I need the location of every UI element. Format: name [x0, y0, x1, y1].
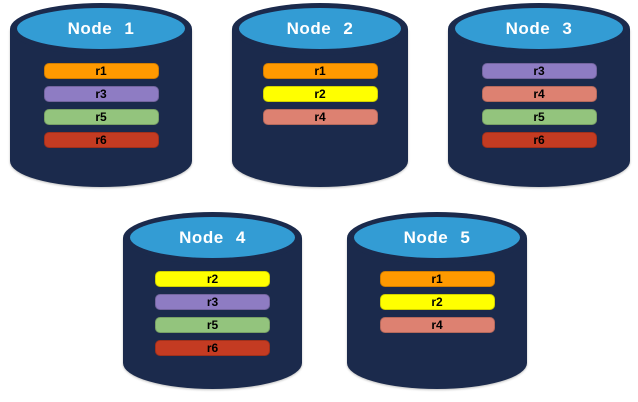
cylinder-body — [10, 29, 192, 187]
replica-label: r4 — [533, 87, 545, 101]
cylinder-top-ellipse: Node 3 — [455, 8, 623, 49]
replica-bar-r1: r1 — [379, 271, 495, 287]
node-label: Node 3 — [505, 18, 573, 38]
cylinder-body — [448, 29, 630, 187]
replica-bar-r4: r4 — [481, 86, 597, 102]
replica-label: r5 — [533, 110, 545, 124]
replica-bar-r5: r5 — [481, 109, 597, 125]
replica-label: r2 — [314, 87, 326, 101]
node-label: Node 5 — [403, 227, 471, 247]
replica-bar-r3: r3 — [481, 63, 597, 79]
replica-label: r2 — [206, 272, 219, 286]
database-node-cylinder-3: Node 3 r3 r4 r5 r6 — [448, 3, 630, 187]
replica-label: r6 — [206, 341, 219, 355]
replica-label: r4 — [314, 110, 326, 124]
replica-bar-r5: r5 — [43, 109, 159, 125]
replica-bar-r4: r4 — [379, 317, 495, 333]
node-label: Node 2 — [286, 18, 354, 38]
replica-label: r4 — [431, 318, 443, 332]
replica-bar-r6: r6 — [43, 132, 159, 148]
replica-label: r1 — [95, 64, 107, 78]
replica-bar-r3: r3 — [43, 86, 159, 102]
database-node-cylinder-2: Node 2 r1 r2 r4 — [232, 3, 408, 187]
replica-label: r6 — [95, 133, 107, 147]
replica-label: r1 — [431, 272, 443, 286]
node-label: Node 4 — [179, 227, 246, 247]
replica-bar-r6: r6 — [155, 340, 270, 356]
replica-label: r5 — [95, 110, 107, 124]
replica-bar-r3: r3 — [155, 294, 270, 310]
replica-list: r3 r4 r5 r6 — [448, 63, 630, 148]
replica-bar-r2: r2 — [262, 86, 378, 102]
replica-list: r1 r3 r5 r6 — [10, 63, 192, 148]
cylinder-top-ellipse: Node 5 — [354, 217, 520, 258]
replica-label: r5 — [206, 318, 219, 332]
node-label: Node 1 — [67, 18, 135, 38]
replica-list: r1 r2 r4 — [232, 63, 408, 125]
replica-label: r6 — [533, 133, 545, 147]
cylinder-top-ellipse: Node 2 — [239, 8, 401, 49]
replica-bar-r1: r1 — [43, 63, 159, 79]
replica-bar-r4: r4 — [262, 109, 378, 125]
replica-label: r3 — [95, 87, 107, 101]
database-node-cylinder-5: Node 5 r1 r2 r4 — [347, 212, 527, 389]
replica-bar-r2: r2 — [379, 294, 495, 310]
cylinder-body — [232, 29, 408, 187]
cylinder-top-ellipse: Node 1 — [17, 8, 185, 49]
database-node-cylinder-1: Node 1 r1 r3 r5 r6 — [10, 3, 192, 187]
replica-list: r1 r2 r4 — [347, 271, 527, 333]
replica-bar-r5: r5 — [155, 317, 270, 333]
replica-bar-r1: r1 — [262, 63, 378, 79]
replica-list: r2 r3 r5 r6 — [123, 271, 302, 356]
database-node-cylinder-4: Node 4 r2 r3 r5 r6 — [123, 212, 302, 389]
replica-label: r3 — [206, 295, 219, 309]
cylinder-top-ellipse: Node 4 — [130, 217, 295, 258]
replica-bar-r2: r2 — [155, 271, 270, 287]
replica-bar-r6: r6 — [481, 132, 597, 148]
replica-label: r2 — [431, 295, 443, 309]
replica-label: r3 — [533, 64, 545, 78]
replica-label: r1 — [314, 64, 326, 78]
